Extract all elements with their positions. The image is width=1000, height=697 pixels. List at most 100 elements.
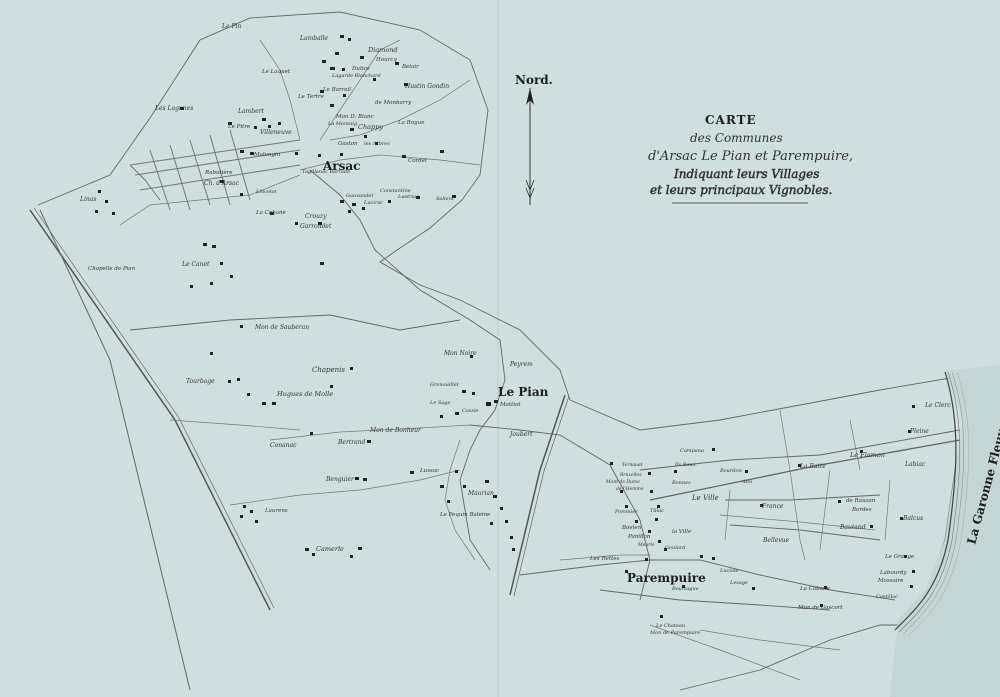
label-bourdon: Bourdon [719, 468, 742, 474]
label-la-montaig: La Montaig [327, 121, 357, 127]
label-la-cabane: La Cabane [255, 210, 287, 216]
label-bautand: Bautand [839, 524, 866, 531]
label-bourtague: Bourtague [671, 586, 699, 592]
label-les-arbres: les Arbres [364, 141, 390, 147]
label-castillac: Castillac [876, 594, 898, 600]
title-line4: Indiquant leurs Villages [673, 167, 819, 181]
road-arsac-sw [119, 174, 301, 226]
parempuire-lower [679, 624, 898, 691]
label-lincelot: Lincelot [255, 189, 278, 195]
label-bertrand: Bertrand [337, 439, 366, 446]
road-bellevue [729, 524, 881, 541]
label-constantine: Constantine [380, 188, 411, 194]
label-mossaire: Mossaire [877, 578, 904, 584]
label-labiac: Labiac [904, 461, 926, 468]
label-chappy: Chappy [358, 123, 383, 131]
title-line2: des Communes [690, 131, 783, 145]
road-pian-west-2 [169, 419, 301, 431]
road-vert-5 [724, 489, 731, 541]
le-pian-boundary [129, 314, 461, 331]
town-arsac: Arsac [322, 159, 360, 173]
label-lambert: Lambert [237, 108, 265, 115]
label-lagarde-blanchard: Lagarde Blanchard [331, 73, 381, 79]
place-labels: Le Pin Lamballe Diamond Hourcq Belair Le… [79, 23, 951, 636]
road-parempuire-south [599, 589, 831, 611]
label-atoi: Atoi [741, 479, 753, 485]
label-peyrem: Peyrem [509, 361, 533, 368]
label-goulard: Goulard [665, 545, 685, 551]
label-bonnes: Bonnes [671, 480, 691, 486]
label-tillac: Tillac [650, 508, 664, 514]
label-hugues: Hugues de Molle [276, 390, 333, 398]
label-mon-parempuire: Mon de Parempuire [649, 630, 700, 636]
label-la-rogue: La Rogue [397, 120, 425, 126]
label-pommier: Pommier [614, 509, 638, 515]
railway-west-2 [33, 207, 275, 609]
label-hustin-gondin: Hustin Gondin [404, 83, 449, 90]
label-le-grange: Le Grange [884, 554, 915, 560]
road-chappy [329, 79, 471, 141]
label-le-canet: Le Canet [181, 261, 210, 268]
label-conanac: Conanac [270, 442, 297, 449]
le-pian-lower-boundary [229, 469, 461, 506]
label-mon-bonheur: Mon de Bonheur [369, 427, 422, 434]
label-lussac: Lussac [419, 468, 439, 474]
label-benguier: Benguier [325, 476, 355, 483]
railway-east [509, 394, 566, 596]
label-mon-noire: Mon Noire [443, 350, 477, 357]
label-tourbage: Tourbage [186, 378, 215, 385]
title-line3: d'Arsac Le Pian et Parempuire, [648, 149, 853, 164]
arsac-street-grid [129, 129, 301, 211]
label-mon-sauberan: Mon de Sauberan [254, 324, 309, 331]
label-de-monbarry: de Monbarry [375, 100, 412, 106]
label-grenouillet: Grenouillet [430, 382, 460, 388]
label-tagillanac: Tagillanac Barrade [302, 169, 350, 175]
label-cordet: Cordet [408, 158, 428, 164]
road-vert-4 [884, 479, 891, 541]
road-arsac-north-2 [319, 39, 401, 141]
label-villeneuve: Villeneuve [260, 129, 292, 136]
label-chapelle: Chapelle de Pian [88, 266, 136, 272]
label-france: France [761, 503, 784, 510]
label-ch-d-arsac: Ch. d'Arsac [204, 180, 240, 187]
road-vert-2 [849, 419, 861, 471]
road-arsac-north [299, 154, 481, 171]
label-luciole: Luciole [719, 568, 739, 574]
title-carte: CARTE [705, 113, 757, 127]
railway-east-2 [513, 395, 570, 597]
label-crouzy: Crouzy [305, 213, 327, 220]
label-panillon: Panillon [627, 534, 651, 540]
label-le-ville: Le Ville [691, 494, 719, 502]
label-camerle: Camerle [316, 545, 344, 553]
label-dubos: Dubos [351, 66, 370, 72]
label-lustriac: Lustriac [397, 194, 419, 200]
buildings [95, 35, 915, 618]
label-rabotiere: Rabotière [204, 169, 233, 176]
town-parempuire: Parempuire [627, 571, 706, 585]
label-la-batte: La Batte [799, 463, 826, 470]
road-flamon [649, 439, 961, 501]
label-pleine: Pleine [909, 428, 929, 435]
road-arsac-lepian [309, 169, 506, 571]
label-salient: Salient [436, 196, 455, 202]
town-le-pian: Le Pian [498, 385, 549, 399]
label-mattiot: Mattiot [499, 402, 521, 408]
road-parempuire-w [559, 554, 650, 561]
label-bellevue: Bellevue [762, 537, 790, 544]
label-maurian: Maurian [467, 490, 494, 497]
label-boelen: Boelen [621, 525, 642, 531]
label-malengin: Malengin [253, 152, 281, 158]
label-le-barrail: Le Barrail [322, 87, 351, 93]
western-diagonal-road [39, 209, 191, 691]
label-le-laquet: Le Laquet [261, 69, 291, 75]
label-le-sage: Le Sage [429, 400, 450, 406]
arsac-boundary [37, 11, 571, 401]
label-diamond: Diamond [367, 46, 398, 54]
road-lepian-s [444, 439, 476, 561]
compass-label: Nord. [515, 73, 553, 87]
label-hourcq: Hourcq [375, 57, 397, 63]
label-le-chateau: Le Chateau [655, 623, 685, 629]
label-ternauet: Ternauet [622, 462, 643, 468]
road-lower-east-2 [649, 624, 801, 681]
